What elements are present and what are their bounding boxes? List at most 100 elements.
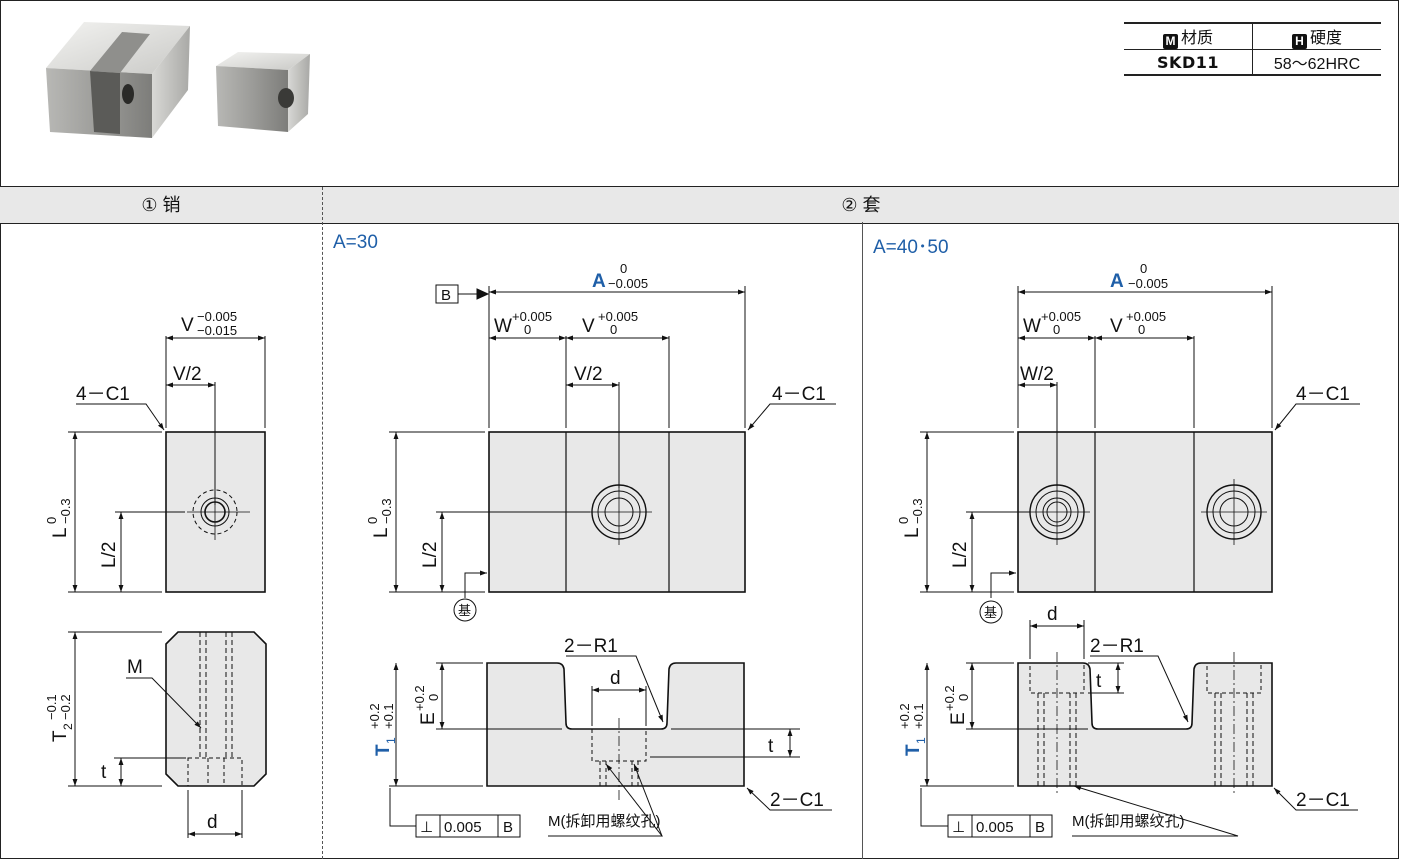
a30-chamfer-2-label: 2－C1 [770,790,824,811]
pin-top-view [68,335,266,593]
a40-v-tol-lower: 0 [1138,322,1145,337]
a30-e-label: E [418,712,439,725]
sleeve-a30-top-view [389,284,836,622]
pin-v-tol-lower: −0.015 [197,323,237,338]
a30-t1-label: T [373,744,394,756]
a30-a-label: A [592,271,606,292]
a30-l-half-label: L/2 [420,542,441,568]
a40-l-tol-lower: −0.3 [910,498,925,524]
a30-perp-datum: B [503,819,513,836]
a40-e-tol-lower: 0 [956,694,971,701]
a40-perp-symbol: ⊥ [952,819,965,836]
a30-l-tol-upper: 0 [365,517,380,524]
variant-label-a30: A=30 [333,232,378,253]
pin-t2-label: T [50,730,71,742]
a40-perp-value: 0.005 [976,819,1014,836]
variant-divider [862,222,863,859]
pin-v-tol-upper: −0.005 [197,309,237,324]
a40-base-label: 基 [984,605,997,620]
a40-a-label: A [1110,271,1124,292]
hardness-badge-icon: H [1291,34,1307,49]
a40-t1-tol-lower: +0.1 [911,703,926,729]
a40-perp-datum: B [1035,819,1045,836]
pin-l-label: L [50,527,71,538]
a40-t1-sub: 1 [914,737,928,744]
a30-w-tol-lower: 0 [524,322,531,337]
a40-d-label: d [1047,604,1058,625]
a30-chamfer-4-label: 4－C1 [772,384,826,405]
sleeve-a40-front-view [920,620,1358,838]
product-photos [46,22,310,138]
a40-w-tol-upper: +0.005 [1041,309,1081,324]
a40-v-label: V [1110,316,1123,337]
pin-t2-tol-lower: −0.2 [58,694,73,720]
a40-chamfer-4-label: 4－C1 [1296,384,1350,405]
pin-section-header: ① 销 [141,195,181,215]
material-value: SKD11 [1124,49,1253,76]
sleeve-photo [46,22,190,138]
a30-radius-label: 2－R1 [564,636,618,657]
pin-v-label: V [181,315,194,336]
section-header-bar: ① 销 ② 套 [0,186,1399,224]
hardness-header: 硬度 [1309,30,1342,47]
pin-t2-tol-upper: −0.1 [44,694,59,720]
a30-w-label: W [494,316,512,337]
pin-l-tol-upper: 0 [44,517,59,524]
a40-a-tol-upper: 0 [1140,261,1147,276]
a30-d-label: d [610,668,621,689]
a30-v-half-label: V/2 [574,364,603,385]
a30-m-removal-label: M(拆卸用螺纹孔) [548,813,661,830]
a30-perp-value: 0.005 [444,819,482,836]
material-badge-icon: M [1162,34,1178,49]
a30-e-tol-lower: 0 [426,694,441,701]
a40-a-tol-lower: −0.005 [1128,276,1168,291]
a40-w-half-label: W/2 [1020,364,1054,385]
a30-e-tol-upper: +0.2 [412,685,427,711]
a30-t1-tol-lower: +0.1 [381,703,396,729]
a40-e-label: E [948,712,969,725]
pin-l-tol-lower: −0.3 [58,498,73,524]
a40-l-half-label: L/2 [950,542,971,568]
a30-a-tol-upper: 0 [620,261,627,276]
sleeve-section-header: ② 套 [841,195,881,215]
a30-t-label: t [768,736,774,757]
pin-chamfer-label: 4－C1 [76,384,130,405]
a40-chamfer-2-label: 2－C1 [1296,790,1350,811]
a30-l-tol-lower: −0.3 [379,498,394,524]
a30-w-tol-upper: +0.005 [512,309,552,324]
a40-radius-label: 2－R1 [1090,636,1144,657]
a40-w-label: W [1023,316,1041,337]
a40-e-tol-upper: +0.2 [942,685,957,711]
a40-l-label: L [902,527,923,538]
variant-label-a40-50: A=40･50 [873,237,949,258]
a30-base-label: 基 [458,603,471,618]
a40-m-removal-label: M(拆卸用螺纹孔) [1072,813,1185,830]
a30-v-tol-upper: +0.005 [598,309,638,324]
a40-v-tol-upper: +0.005 [1126,309,1166,324]
pin-m-label: M [127,657,143,678]
pin-l-half-label: L/2 [99,542,120,568]
sleeve-a30-front-view [389,655,832,838]
hardness-value: 58～62HRC [1252,49,1381,76]
sleeve-a40-top-view [920,286,1360,624]
a40-w-tol-lower: 0 [1053,322,1060,337]
pin-photo [216,52,310,132]
a30-t1-sub: 1 [384,737,398,744]
a40-t-label: t [1096,671,1102,692]
pin-t-label: t [101,762,107,783]
pin-side-view [68,631,267,838]
a30-datum-b-label: B [441,287,451,304]
a30-v-tol-lower: 0 [610,322,617,337]
pin-v-half-label: V/2 [173,364,202,385]
a30-a-tol-lower: −0.005 [608,276,648,291]
a30-l-label: L [371,527,392,538]
a30-perp-symbol: ⊥ [420,819,433,836]
a30-t1-tol-upper: +0.2 [367,703,382,729]
section-divider [322,187,323,859]
material-header: 材质 [1180,30,1213,47]
a40-t1-label: T [903,744,924,756]
